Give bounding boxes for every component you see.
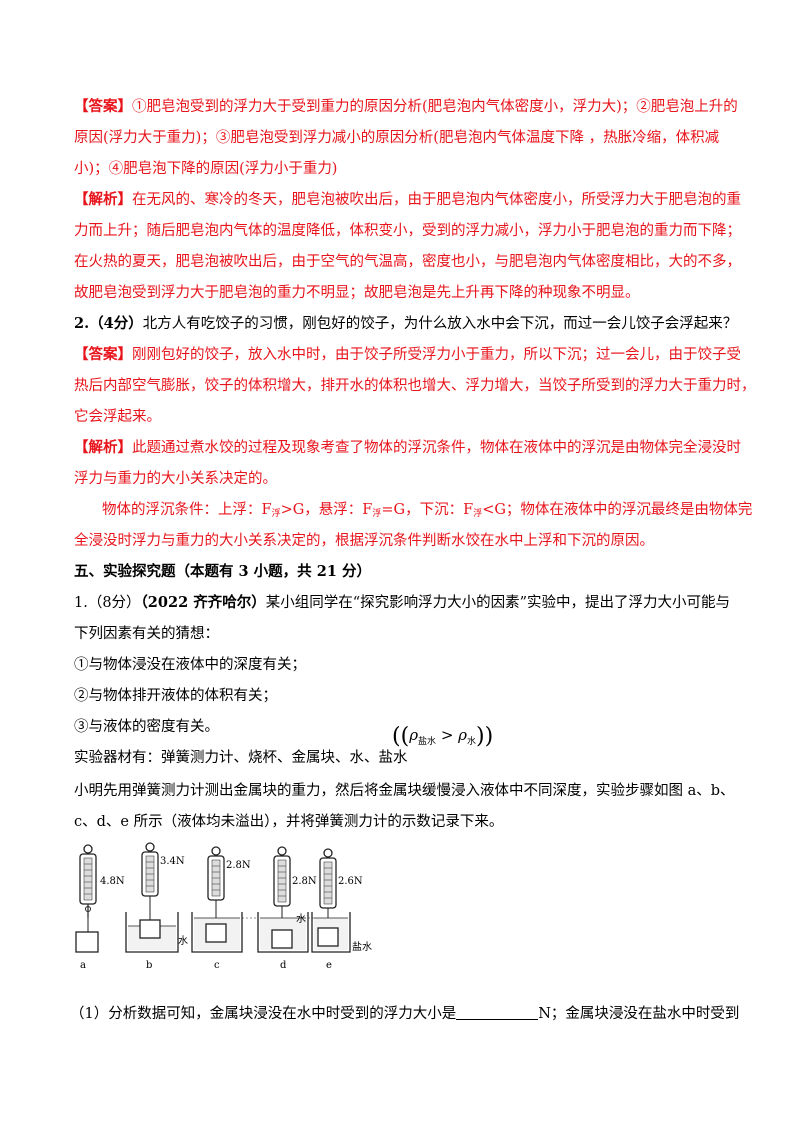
- q1-answer-line-3: 小)；④肥皂泡下降的原因(浮力小于重力): [74, 161, 338, 177]
- setup-b: 3.4N 水 b: [125, 842, 188, 971]
- q1-analysis-line-3: 在火热的夏天，肥皂泡被吹出后，由于空气的气温高，密度也小，与肥皂泡内气体密度相比…: [74, 254, 741, 270]
- q2-question: 2.（4分）北方人有吃饺子的习惯，刚包好的饺子，为什么放入水中会下沉，而过一会儿…: [74, 314, 737, 334]
- label-b: b: [146, 960, 152, 971]
- section-heading: 五、实验探究题（本题有 3 小题，共 21 分）: [74, 563, 371, 580]
- reading-b: 3.4N: [160, 856, 185, 867]
- label-d: d: [280, 960, 287, 971]
- label-a: a: [80, 960, 86, 971]
- q2-answer-line-2: 热后内部空气膨胀，饺子的体积增大，排开水的体积也增大、浮力增大，当饺子所受到的浮…: [74, 378, 756, 394]
- q2-text: 北方人有吃饺子的习惯，刚包好的饺子，为什么放入水中会下沉，而过一会儿饺子会浮起来…: [142, 316, 738, 332]
- materials-line: 实验器材有：弹簧测力计、烧杯、金属块、水、盐水: [74, 750, 408, 766]
- q2-float-conditions: 物体的浮沉条件：上浮：F浮>G，悬浮：F浮=G，下沉：F浮<G；物体在液体中的浮…: [102, 500, 752, 524]
- cond-down: <G；物体在液体中的浮沉最终是由物体完: [482, 502, 753, 518]
- setup-a: 4.8N a: [75, 844, 125, 971]
- liquid-e: 盐水: [352, 940, 372, 953]
- answer-tag: 【答案】: [74, 98, 132, 115]
- analysis-tag: 【解析】: [74, 439, 132, 456]
- q2-analysis-line-1: 【解析】此题通过煮水饺的过程及现象考查了物体的浮沉条件，物体在液体中的浮沉是由物…: [74, 438, 741, 458]
- analysis-tag: 【解析】: [74, 191, 132, 208]
- answer-tag: 【答案】: [74, 346, 132, 363]
- q2-answer-line-3: 它会浮起来。: [74, 409, 161, 425]
- cond-intro: 物体的浮沉条件：上浮：F: [102, 502, 272, 518]
- q1-answer-line-2: 原因(浮力大于重力)；③肥皂泡受到浮力减小的原因分析(肥皂泡内气体温度下降 ，热…: [74, 130, 720, 146]
- exp1-text: 某小组同学在“探究影响浮力大小的因素”实验中，提出了浮力大小可能与: [265, 595, 731, 611]
- q1-answer-line-1: 【答案】①肥皂泡受到的浮力大于受到重力的原因分析(肥皂泡内气体密度小，浮力大)；…: [74, 97, 738, 117]
- label-c: c: [214, 960, 220, 971]
- exp1-source: （2022 齐齐哈尔）: [140, 594, 266, 611]
- setup-d: 2.8N 水 d: [242, 846, 317, 971]
- guess-1: ①与物体浸没在液体中的深度有关；: [74, 657, 306, 673]
- f-subscript: 浮: [372, 509, 382, 519]
- reading-c: 2.8N: [226, 860, 251, 871]
- setup-c: 2.8N c: [191, 846, 251, 971]
- q1-analysis-line-4: 故肥皂泡受到浮力大于肥皂泡的重力不明显；故肥皂泡是先上升再下降的种现象不明显。: [74, 285, 640, 301]
- q2-analysis-line-2: 浮力与重力的大小关系决定的。: [74, 471, 277, 487]
- f-subscript: 浮: [271, 509, 281, 519]
- setup-e: 2.6N 盐水 e: [308, 848, 372, 971]
- cond-up: >G，悬浮：F: [280, 502, 373, 518]
- guess-2: ②与物体排开液体的体积有关；: [74, 688, 277, 704]
- exp1-number: 1.（8分）: [74, 595, 141, 611]
- guess-3: ③与液体的密度有关。: [74, 719, 219, 735]
- q2-analysis-text: 此题通过煮水饺的过程及现象考查了物体的浮沉条件，物体在液体中的浮沉是由物体完全浸…: [132, 440, 741, 456]
- sub-question-1: （1）分析数据可知，金属块浸没在水中时受到的浮力大小是 N；金属块浸没在盐水中时受…: [70, 1004, 739, 1024]
- density-formula: ((ρ盐水 > ρ水)): [392, 724, 494, 749]
- label-e: e: [326, 960, 332, 971]
- sub1-text-start: （1）分析数据可知，金属块浸没在水中时受到的浮力大小是: [70, 1006, 457, 1022]
- q2-number: 2.（4分）: [74, 315, 143, 332]
- steps-line-2: c、d、e 所示（液体均未溢出），并将弹簧测力计的示数记录下来。: [74, 814, 504, 830]
- steps-line-1: 小明先用弹簧测力计测出金属块的重力，然后将金属块缓慢浸入液体中不同深度，实验步骤…: [74, 783, 735, 799]
- cond-suspend: =G，下沉：F: [381, 502, 474, 518]
- q1-answer-text: ①肥皂泡受到的浮力大于受到重力的原因分析(肥皂泡内气体密度小，浮力大)；②肥皂泡…: [132, 99, 738, 115]
- q1-analysis-line-1: 【解析】在无风的、寒冷的冬天，肥皂泡被吹出后，由于肥皂泡内气体密度小，所受浮力大…: [74, 190, 741, 210]
- q1-analysis-text: 在无风的、寒冷的冬天，肥皂泡被吹出后，由于肥皂泡内气体密度小，所受浮力大于肥皂泡…: [132, 192, 741, 208]
- answer-blank[interactable]: [456, 1005, 539, 1020]
- reading-d: 2.8N: [292, 876, 317, 887]
- reading-e: 2.6N: [338, 876, 363, 887]
- q2-float-conditions-line-2: 全浸没时浮力与重力的大小关系决定的，根据浮沉条件判断水饺在水中上浮和下沉的原因。: [74, 533, 654, 549]
- liquid-d: 水: [296, 913, 306, 925]
- q2-answer-text: 刚刚包好的饺子，放入水中时，由于饺子所受浮力小于重力，所以下沉；过一会儿，由于饺…: [132, 347, 741, 363]
- q2-answer-line-1: 【答案】刚刚包好的饺子，放入水中时，由于饺子所受浮力小于重力，所以下沉；过一会儿…: [74, 345, 741, 365]
- liquid-b: 水: [178, 935, 188, 947]
- experiment-figure: 4.8N a 3.4N 水 b: [75, 842, 372, 971]
- q1-analysis-line-2: 力而上升；随后肥皂泡内气体的温度降低，体积变小，受到的浮力减小，浮力小于肥皂泡的…: [74, 223, 741, 239]
- exp1-line-1: 1.（8分）（2022 齐齐哈尔）某小组同学在“探究影响浮力大小的因素”实验中，…: [74, 593, 730, 613]
- reading-a: 4.8N: [100, 876, 125, 887]
- exp1-line-2: 下列因素有关的猜想：: [74, 626, 219, 642]
- sub1-text-end: N；金属块浸没在盐水中时受到: [538, 1006, 740, 1022]
- f-subscript: 浮: [473, 509, 483, 519]
